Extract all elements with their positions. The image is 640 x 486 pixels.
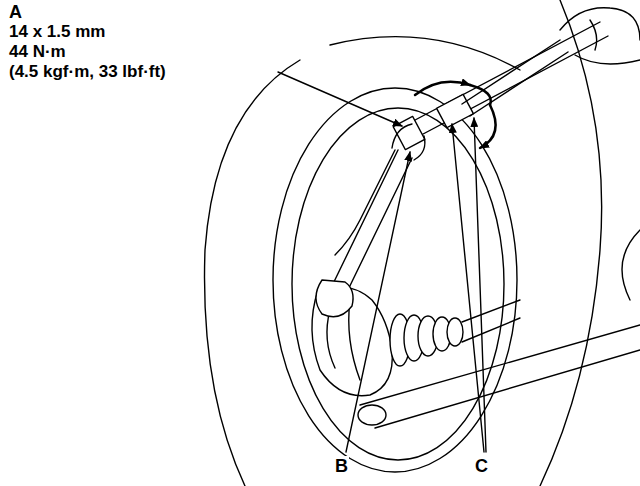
tie-rod <box>400 22 608 142</box>
hand <box>560 8 640 64</box>
callout-letter: A <box>8 2 23 22</box>
lower-arm <box>360 325 640 428</box>
thread-size: 14 x 1.5 mm <box>8 22 106 41</box>
callout-letter: C <box>474 456 489 476</box>
wrench <box>330 150 412 296</box>
wheel-rim <box>273 88 517 472</box>
tire-outline <box>330 37 520 70</box>
lower-ball-joint <box>358 405 386 425</box>
tie-rod-flats <box>437 94 474 128</box>
rotation-arrow <box>470 85 491 105</box>
wrench-open-end <box>392 124 425 160</box>
rotation-arrow <box>480 105 496 148</box>
tie-rod-end <box>335 150 395 255</box>
callout-letter: B <box>334 456 349 476</box>
knuckle-detail <box>349 300 360 380</box>
fender-outline <box>540 0 602 486</box>
torque-value: (4.5 kgf·m, 33 lbf·ft) <box>8 62 167 81</box>
knuckle-detail <box>327 310 335 368</box>
holding-wrench <box>462 40 568 116</box>
wheel-rim <box>292 108 504 460</box>
torque-value: 44 N·m <box>8 42 67 61</box>
leader-line <box>346 152 410 452</box>
tire-outline <box>205 60 301 486</box>
leader-line <box>452 124 484 452</box>
cv-boot <box>390 300 520 366</box>
wrench-head <box>316 280 353 317</box>
leader-line <box>278 72 402 126</box>
rotation-arrow <box>415 82 470 95</box>
body-line <box>622 230 640 300</box>
leader-line <box>474 118 486 452</box>
